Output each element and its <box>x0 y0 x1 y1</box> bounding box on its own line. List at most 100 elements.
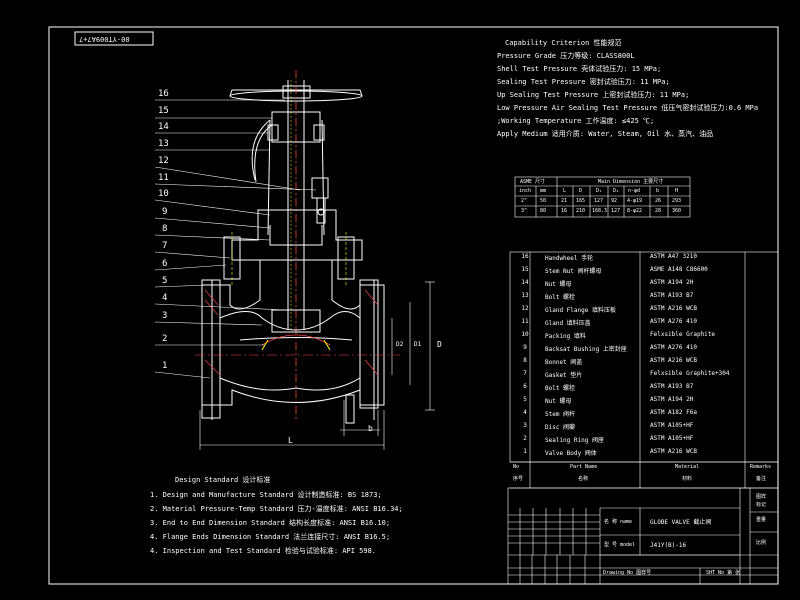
title-model-value: J41Y(B)-16 <box>650 542 687 549</box>
balloon-label: 15 <box>158 106 169 116</box>
balloon-label: 5 <box>162 276 168 286</box>
part-no: 6 <box>523 383 527 390</box>
dim-header: inch <box>519 188 532 194</box>
part-no: 16 <box>521 253 529 260</box>
dimension-table-grid <box>514 176 691 218</box>
part-material: ASTM A276 410 <box>650 344 697 351</box>
standards-title: Design Standard 设计标准 <box>175 476 271 484</box>
standard-item: 3. End to End Dimension Standard 结构长度标准:… <box>150 519 391 527</box>
title-right-3: 重量 <box>756 517 767 523</box>
dim-header: D₁ <box>596 188 603 194</box>
parts-row: 9 Backsat Bushing 上密封座 ASTM A276 410 <box>510 343 745 355</box>
balloon-label: 7 <box>162 241 168 251</box>
part-material: ASTM A105+HF <box>650 435 694 442</box>
dim-label-D1: D1 <box>414 341 422 348</box>
parts-header-no: No <box>513 464 520 470</box>
title-name-label: 名 称 name <box>604 519 633 525</box>
capability-line: Pressure Grade 压力等级: CLASS800L <box>497 52 635 60</box>
part-no: 9 <box>523 344 527 351</box>
dim-cell: 4-φ19 <box>627 198 643 204</box>
standard-item: 1. Design and Manufacture Standard 设计制造标… <box>150 491 382 499</box>
part-name: Gasket 垫片 <box>545 372 583 379</box>
capability-line: Shell Test Pressure 壳体试验压力: 15 MPa; <box>497 65 662 73</box>
balloon-label: 8 <box>162 224 168 234</box>
balloon-leaders <box>154 99 317 379</box>
part-no: 8 <box>523 357 527 364</box>
part-name: Gland Flange 填料压板 <box>545 307 616 314</box>
balloon-label: 12 <box>158 156 169 166</box>
balloon-label: 2 <box>162 334 168 344</box>
dim-label-b: b <box>368 424 373 433</box>
part-name: Backsat Bushing 上密封座 <box>545 346 627 353</box>
part-no: 11 <box>521 318 529 325</box>
capability-line: Up Sealing Test Pressure 上密封试验压力: 11 MPa… <box>497 91 690 99</box>
dim-cell: 127 <box>594 198 604 204</box>
parts-header-no-cn: 序号 <box>513 476 524 482</box>
part-name: Bolt 螺栓 <box>545 294 576 301</box>
balloon-label: 14 <box>158 122 169 132</box>
part-name: Stem 阀杆 <box>545 411 576 418</box>
part-material: ASTM A194 2H <box>650 279 694 286</box>
drawing-no-box <box>74 31 154 46</box>
dim-table-title-right: Main Dimension 主要尺寸 <box>598 179 664 185</box>
dim-header: D₂ <box>613 188 620 194</box>
part-material: ASTM A216 WCB <box>650 357 697 364</box>
part-name: Bolt 螺栓 <box>545 385 576 392</box>
dim-cell: 2" <box>521 198 528 204</box>
dimension-lines <box>199 281 435 450</box>
parts-header-material-cn: 材料 <box>682 476 693 482</box>
part-no: 13 <box>521 292 529 299</box>
part-material: ASTM A47 3210 <box>650 253 697 260</box>
dim-header: mm <box>540 188 547 194</box>
balloon-label: 4 <box>162 293 168 303</box>
parts-row: 1 Valve Body 阀体 ASTM A216 WCB <box>510 447 745 459</box>
part-no: 10 <box>521 331 529 338</box>
part-name: Sealing Ring 阀座 <box>545 437 604 444</box>
title-right-2: 标记 <box>756 502 767 508</box>
dim-cell: 80 <box>540 208 547 214</box>
balloon-label: 16 <box>158 89 169 99</box>
part-name: Disc 阀瓣 <box>545 424 576 431</box>
balloon-label: 13 <box>158 139 169 149</box>
dim-cell: 8-φ22 <box>627 208 643 214</box>
parts-header-name: Part Name <box>570 464 598 470</box>
capability-list: Pressure Grade 压力等级: CLASS800L Shell Tes… <box>497 52 758 139</box>
part-name: Nut 螺母 <box>545 398 572 405</box>
part-material: ASTM A193 B7 <box>650 383 694 390</box>
balloon-label: 3 <box>162 311 168 321</box>
part-material: Felxsible Graphite+304 <box>650 370 730 377</box>
dim-cell: 165 <box>576 198 586 204</box>
part-no: 14 <box>521 279 529 286</box>
title-block-grid <box>507 487 779 585</box>
standard-item: 4. Flange Ends Dimension Standard 法兰连接尺寸… <box>150 533 391 541</box>
title-name-value: GLOBE VALVE 截止阀 <box>650 519 712 526</box>
part-material: ASTM A216 WCB <box>650 448 697 455</box>
part-no: 15 <box>521 266 529 273</box>
part-name: Packing 填料 <box>545 333 586 340</box>
dim-cell: 16 <box>561 208 568 214</box>
part-name: Stem Nut 阀杆螺母 <box>545 268 602 275</box>
drawing-number: 00-YT009A7+7 <box>79 35 130 43</box>
capability-line: Apply Medium 适用介质: Water, Steam, Oil 水、蒸… <box>497 130 714 138</box>
balloon-label: 6 <box>162 259 168 269</box>
dim-cell: 210 <box>576 208 586 214</box>
part-name: Valve Body 阀体 <box>545 450 597 457</box>
dim-header: b <box>656 188 660 194</box>
dim-cell: 360 <box>672 208 682 214</box>
capability-line: ;Working Temperature 工作温度: ≤425 ℃; <box>497 117 655 125</box>
part-no: 1 <box>523 448 527 455</box>
parts-header-name-cn: 名称 <box>578 476 589 482</box>
part-material: ASTM A276 410 <box>650 318 697 325</box>
dim-cell: 293 <box>672 198 682 204</box>
dim-cell: 26 <box>655 198 662 204</box>
dim-label-L: L <box>288 436 293 445</box>
part-name: Nut 螺母 <box>545 281 572 288</box>
